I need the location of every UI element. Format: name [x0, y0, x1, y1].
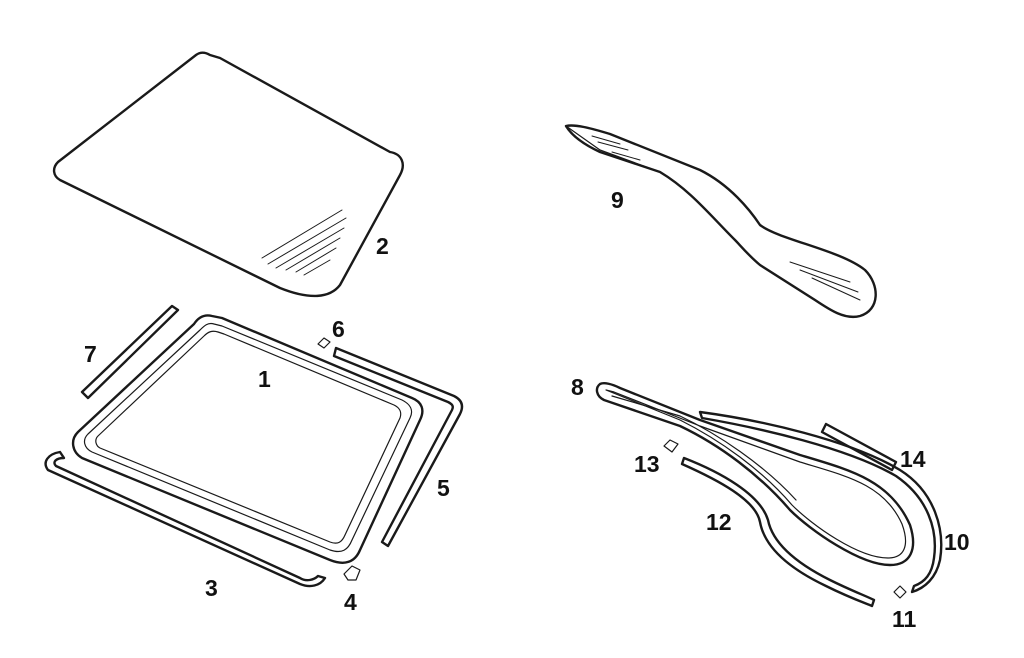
- clip-13: [663, 439, 679, 453]
- callout-5: 5: [437, 475, 450, 501]
- callout-6: 6: [332, 316, 345, 342]
- lower-channel-12: [680, 456, 876, 608]
- callout-13: 13: [634, 451, 660, 477]
- callout-11: 11: [892, 606, 917, 632]
- quarter-seal-8: [595, 382, 915, 567]
- windshield-seal: [71, 314, 424, 564]
- clip-11: [893, 585, 907, 599]
- clip-6: [317, 337, 331, 349]
- lower-molding-3: [44, 450, 327, 588]
- callout-9: 9: [611, 187, 624, 213]
- trim-strip-14: [820, 422, 898, 472]
- trim-molding-5: [332, 346, 464, 548]
- callout-7: 7: [84, 341, 97, 367]
- outer-molding-10: [698, 410, 943, 594]
- callout-3: 3: [205, 575, 218, 601]
- callout-10: 10: [944, 529, 970, 555]
- callout-8: 8: [571, 374, 584, 400]
- quarter-glass: [564, 124, 877, 319]
- windshield-glass: [52, 51, 404, 298]
- clip-4: [343, 565, 361, 581]
- callout-1: 1: [258, 366, 271, 392]
- trim-strip-7: [80, 304, 180, 400]
- callout-4: 4: [344, 589, 357, 615]
- callout-12: 12: [706, 509, 732, 535]
- callout-2: 2: [376, 233, 389, 259]
- callout-14: 14: [900, 446, 926, 472]
